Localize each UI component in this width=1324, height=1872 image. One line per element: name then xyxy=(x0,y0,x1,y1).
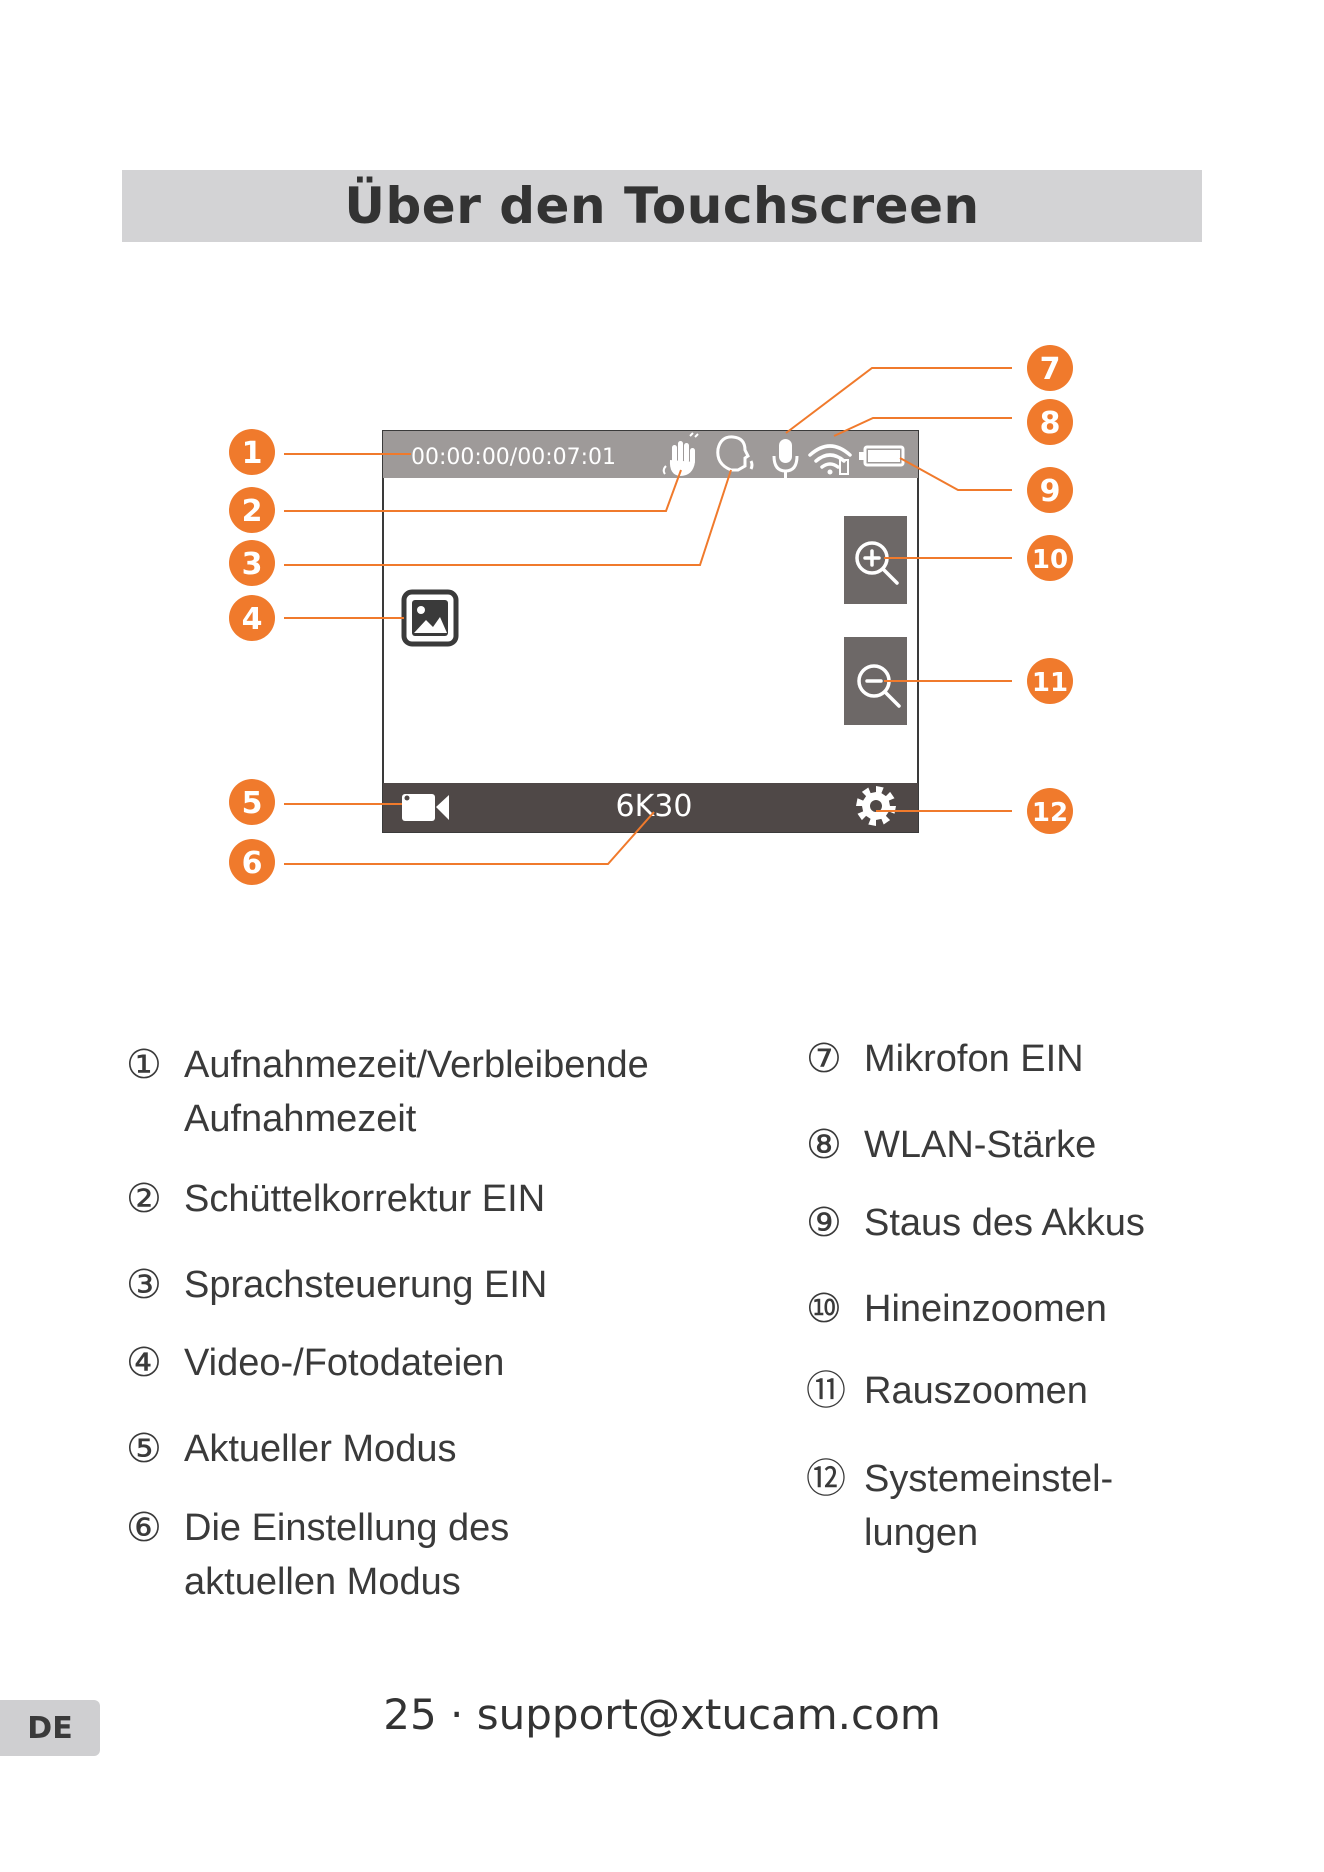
legend-number: ④ xyxy=(126,1340,162,1386)
callout-number-11: 11 xyxy=(1032,668,1068,698)
legend-item-9: ⑨ Staus des Akkus xyxy=(806,1196,1145,1250)
legend-item-12: ⑫ Systemeinstel- lungen xyxy=(806,1452,1113,1560)
legend-item-7: ⑦ Mikrofon EIN xyxy=(806,1032,1084,1086)
zoom-in-button[interactable] xyxy=(844,516,907,604)
callout-badge-11: 11 xyxy=(1027,658,1073,704)
page-title: Über den Touchscreen xyxy=(344,177,980,235)
language-label: DE xyxy=(27,1710,73,1746)
callout-badge-3: 3 xyxy=(229,540,275,586)
legend-text: Systemeinstel- xyxy=(864,1458,1114,1500)
video-camera-icon[interactable] xyxy=(402,794,449,821)
legend-item-8: ⑧ WLAN-Stärke xyxy=(806,1118,1096,1172)
callout-number-6: 6 xyxy=(242,846,263,881)
legend-number: ① xyxy=(126,1042,162,1088)
microphone-icon[interactable] xyxy=(772,439,799,478)
callout-badge-5: 5 xyxy=(229,779,275,825)
callout-badge-1: 1 xyxy=(229,429,275,475)
legend-item-2: ② Schüttelkorrektur EIN xyxy=(126,1172,545,1226)
callout-number-9: 9 xyxy=(1040,474,1061,509)
legend-item-3: ③ Sprachsteuerung EIN xyxy=(126,1258,547,1312)
legend-number: ⑤ xyxy=(126,1426,162,1472)
callout-badges: 1 2 3 4 5 6 7 8 9 10 11 12 xyxy=(229,345,1073,885)
legend-text: Staus des Akkus xyxy=(864,1202,1145,1244)
legend-number: ③ xyxy=(126,1262,162,1308)
language-tab: DE xyxy=(0,1700,100,1756)
screen-frame xyxy=(382,430,919,833)
legend-text: Aufnahmezeit/Verbleibende xyxy=(184,1044,649,1086)
legend-number: ⑩ xyxy=(806,1286,842,1332)
shake-hand-icon[interactable] xyxy=(662,432,699,476)
callout-badge-4: 4 xyxy=(229,595,275,641)
callout-number-10: 10 xyxy=(1032,545,1068,575)
gear-hole xyxy=(870,800,882,812)
callout-badge-8: 8 xyxy=(1027,399,1073,445)
callout-lines xyxy=(284,367,1012,865)
legend-text-continued: Aufnahmezeit xyxy=(184,1098,417,1140)
legend-text: Rauszoomen xyxy=(864,1370,1088,1412)
title-bar: Über den Touchscreen xyxy=(122,170,1202,242)
legend-item-6: ⑥ Die Einstellung des aktuellen Modus xyxy=(126,1501,509,1609)
legend-number: ⑨ xyxy=(806,1200,842,1246)
legend-text: Mikrofon EIN xyxy=(864,1038,1084,1080)
legend-number: ⑧ xyxy=(806,1122,842,1168)
legend-text: Sprachsteuerung EIN xyxy=(184,1264,548,1306)
battery-icon[interactable] xyxy=(859,445,905,467)
recording-time-display: 00:00:00/00:07:01 xyxy=(411,445,616,470)
callout-number-8: 8 xyxy=(1040,406,1061,441)
callout-number-3: 3 xyxy=(242,547,263,582)
legend-text: Aktueller Modus xyxy=(184,1428,457,1470)
legend-text: Video-/Fotodateien xyxy=(184,1342,505,1384)
callout-badge-10: 10 xyxy=(1027,535,1073,581)
legend-number: ② xyxy=(126,1176,162,1222)
mode-setting-display: 6K30 xyxy=(616,789,693,824)
screen-bottom-bar xyxy=(383,783,918,832)
callout-badge-7: 7 xyxy=(1027,345,1073,391)
gear-icon[interactable] xyxy=(856,786,896,826)
legend-item-1: ① Aufnahmezeit/Verbleibende Aufnahmezeit xyxy=(126,1038,649,1146)
legend-number: ⑥ xyxy=(126,1505,162,1551)
callout-number-7: 7 xyxy=(1040,352,1061,387)
callout-number-4: 4 xyxy=(242,602,263,637)
legend-item-11: ⑪ Rauszoomen xyxy=(806,1364,1088,1418)
callout-number-5: 5 xyxy=(242,786,263,821)
voice-head-icon[interactable] xyxy=(716,435,754,472)
touchscreen-diagram: 00:00:00/00:07:01 6K30 xyxy=(229,345,1073,885)
legend-item-4: ④ Video-/Fotodateien xyxy=(126,1336,504,1390)
callout-badge-9: 9 xyxy=(1027,467,1073,513)
legend-text-continued: aktuellen Modus xyxy=(184,1561,461,1603)
legend-item-10: ⑩ Hineinzoomen xyxy=(806,1282,1107,1336)
legend-number: ⑫ xyxy=(806,1456,846,1502)
callout-number-2: 2 xyxy=(242,494,263,529)
legend-text: Die Einstellung des xyxy=(184,1507,510,1549)
callout-badge-2: 2 xyxy=(229,487,275,533)
legend-text-continued: lungen xyxy=(864,1512,979,1554)
wifi-icon[interactable] xyxy=(808,444,852,475)
callout-badge-6: 6 xyxy=(229,839,275,885)
callout-number-12: 12 xyxy=(1032,798,1068,828)
legend-text: Schüttelkorrektur EIN xyxy=(184,1178,546,1220)
callout-badge-12: 12 xyxy=(1027,788,1073,834)
legend-text: WLAN-Stärke xyxy=(864,1124,1097,1166)
legend-item-5: ⑤ Aktueller Modus xyxy=(126,1422,456,1476)
legend-number: ⑪ xyxy=(806,1368,846,1414)
legend-number: ⑦ xyxy=(806,1036,842,1082)
callout-number-1: 1 xyxy=(242,436,263,471)
page-footer: 25 · support@xtucam.com xyxy=(383,1690,941,1739)
legend-text: Hineinzoomen xyxy=(864,1288,1107,1330)
